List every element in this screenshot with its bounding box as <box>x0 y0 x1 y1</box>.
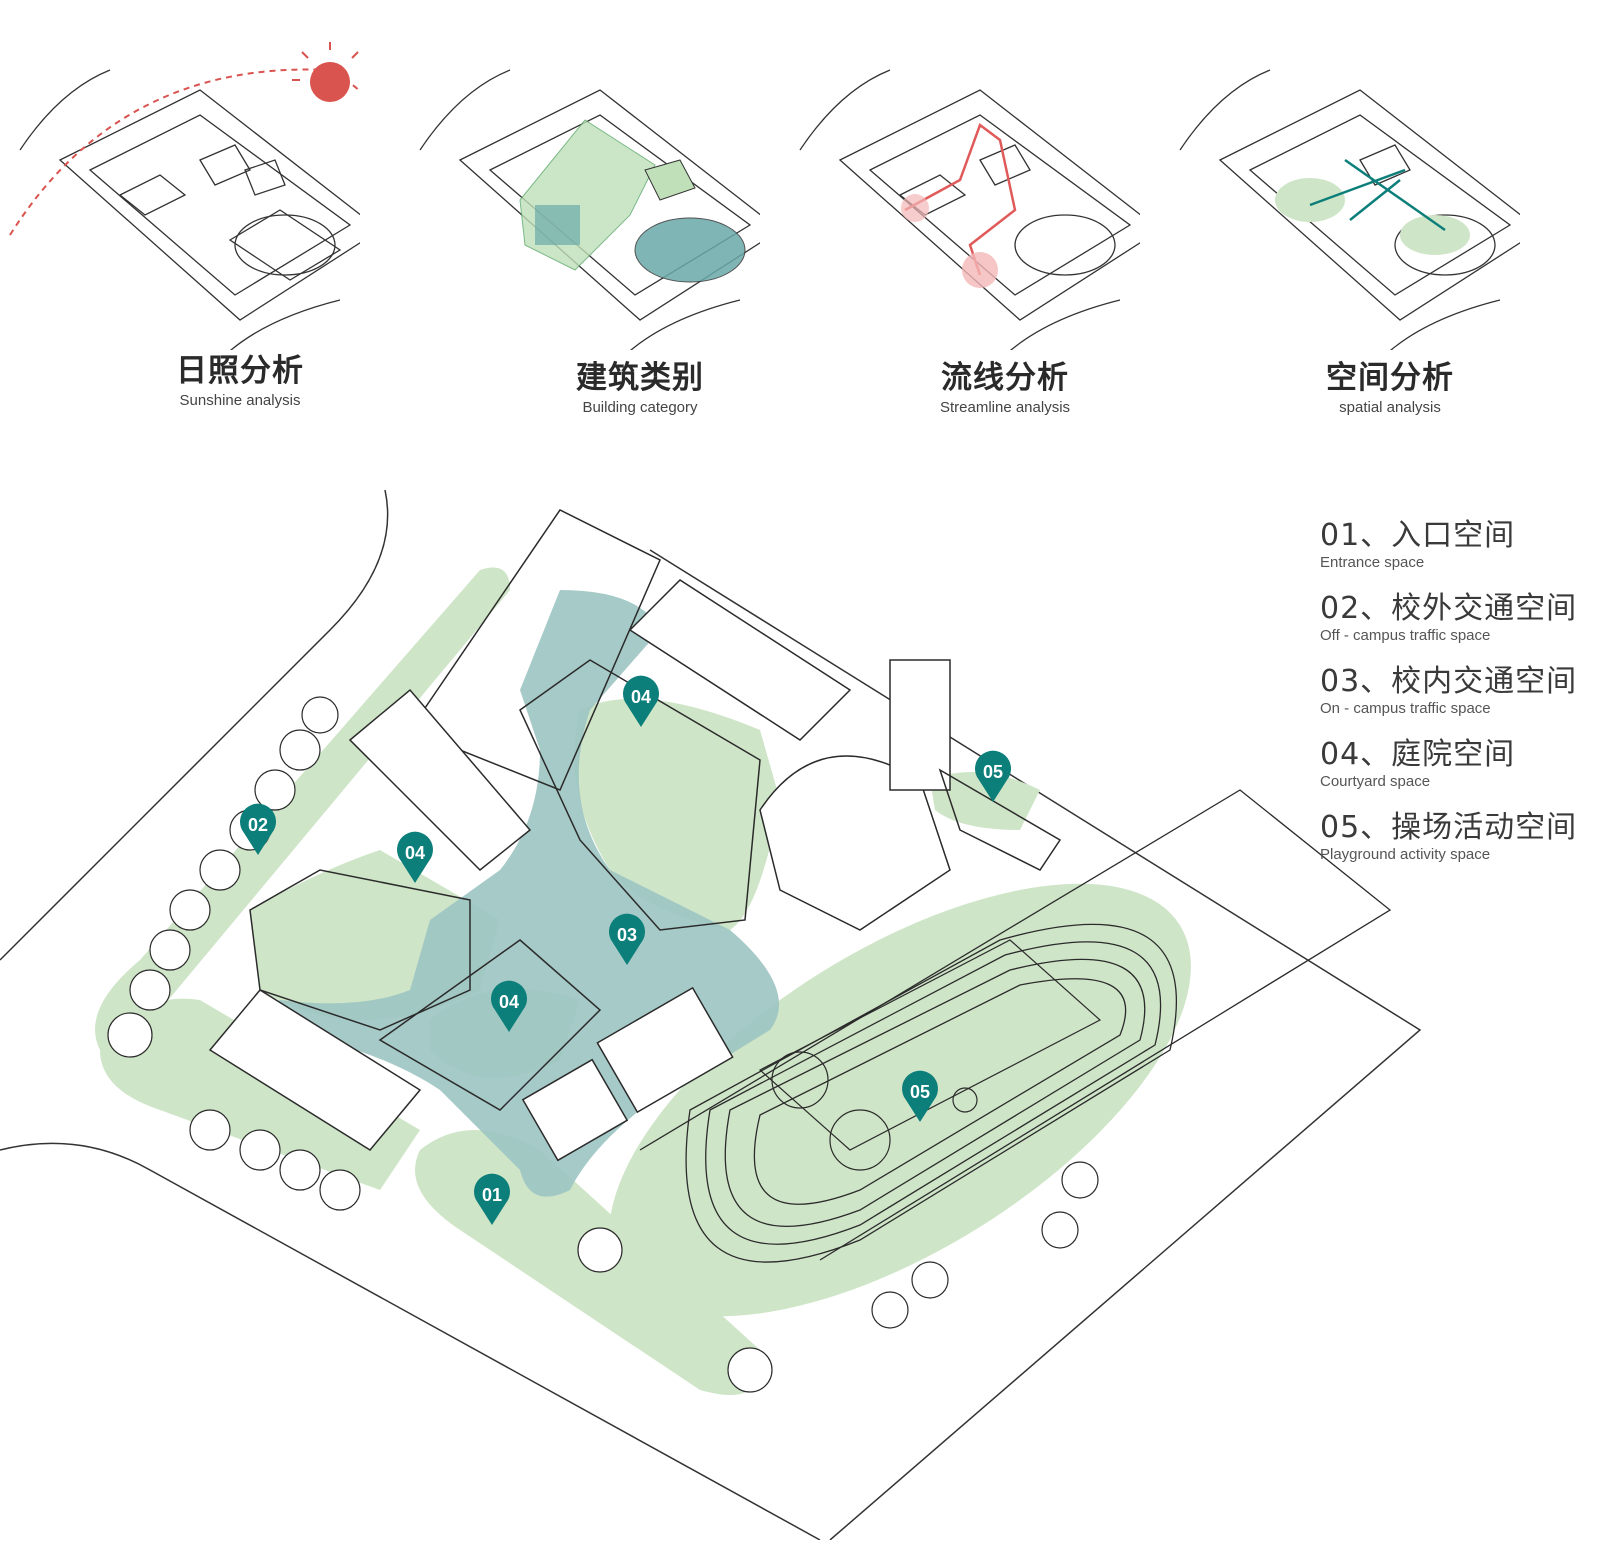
caption-en: Building category <box>582 399 698 416</box>
svg-text:05: 05 <box>910 1082 930 1102</box>
caption-sunshine: 日照分析 Sunshine analysis <box>90 345 390 409</box>
site-axonometric-plan: 01 02 03 04 04 04 <box>0 489 1600 1541</box>
pin-05b: 05 <box>902 1070 938 1122</box>
svg-text:04: 04 <box>405 843 425 863</box>
legend-en: On - campus traffic space <box>1320 700 1491 717</box>
legend-item-on-campus: 03、校内交通空间 On - campus traffic space <box>1320 656 1595 717</box>
sports-courts <box>758 939 1102 1171</box>
svg-text:05: 05 <box>983 762 1003 782</box>
caption-en: spatial analysis <box>1339 399 1441 416</box>
legend-item-playground: 05、操场活动空间 Playground activity space <box>1320 802 1595 863</box>
spatial-analysis-diagram <box>1160 30 1542 361</box>
map-pins: 01 02 03 04 04 04 <box>240 675 1011 1225</box>
svg-text:04: 04 <box>631 687 651 707</box>
caption-zh: 建筑类别 <box>576 360 704 396</box>
legend-zh: 01、入口空间 <box>1320 518 1516 553</box>
caption-streamline: 流线分析 Streamline analysis <box>855 352 1155 416</box>
running-track <box>639 789 1392 1263</box>
legend-item-entrance: 01、入口空间 Entrance space <box>1320 510 1595 571</box>
buildings <box>208 509 1062 1162</box>
sunshine-analysis-diagram <box>0 30 421 361</box>
pin-04a: 04 <box>623 675 659 727</box>
pin-03: 03 <box>609 913 645 965</box>
caption-en: Streamline analysis <box>939 399 1071 416</box>
pin-04b: 04 <box>397 831 433 883</box>
svg-text:04: 04 <box>499 992 519 1012</box>
legend-en: Courtyard space <box>1320 773 1431 790</box>
pin-05a: 05 <box>975 750 1011 802</box>
caption-zh: 流线分析 <box>941 360 1069 396</box>
trees <box>107 696 1099 1393</box>
legend-item-courtyard: 04、庭院空间 Courtyard space <box>1320 729 1595 790</box>
legend-zh: 05、操场活动空间 <box>1320 810 1578 845</box>
legend-en: Off - campus traffic space <box>1320 627 1491 644</box>
pin-01: 01 <box>474 1173 510 1225</box>
caption-en: Sunshine analysis <box>179 392 301 409</box>
caption-zh: 空间分析 <box>1326 360 1454 396</box>
pin-02: 02 <box>240 803 276 855</box>
legend-item-off-campus: 02、校外交通空间 Off - campus traffic space <box>1320 583 1595 644</box>
svg-text:03: 03 <box>617 925 637 945</box>
svg-text:01: 01 <box>482 1185 502 1205</box>
green-zones <box>95 567 1191 1395</box>
caption-spatial: 空间分析 spatial analysis <box>1240 352 1540 416</box>
legend-zh: 03、校内交通空间 <box>1320 664 1578 699</box>
legend-en: Entrance space <box>1320 554 1425 571</box>
svg-text:02: 02 <box>248 815 268 835</box>
legend-zh: 04、庭院空间 <box>1320 737 1516 772</box>
streamline-analysis-diagram <box>780 30 1162 361</box>
caption-zh: 日照分析 <box>176 353 304 389</box>
legend-zh: 02、校外交通空间 <box>1320 591 1578 626</box>
sun-icon <box>310 62 350 102</box>
building-category-diagram <box>400 30 782 361</box>
caption-building: 建筑类别 Building category <box>490 352 790 416</box>
pin-04c: 04 <box>491 980 527 1032</box>
space-legend: 01、入口空间 Entrance space 02、校外交通空间 Off - c… <box>1320 510 1595 875</box>
legend-en: Playground activity space <box>1320 846 1491 863</box>
